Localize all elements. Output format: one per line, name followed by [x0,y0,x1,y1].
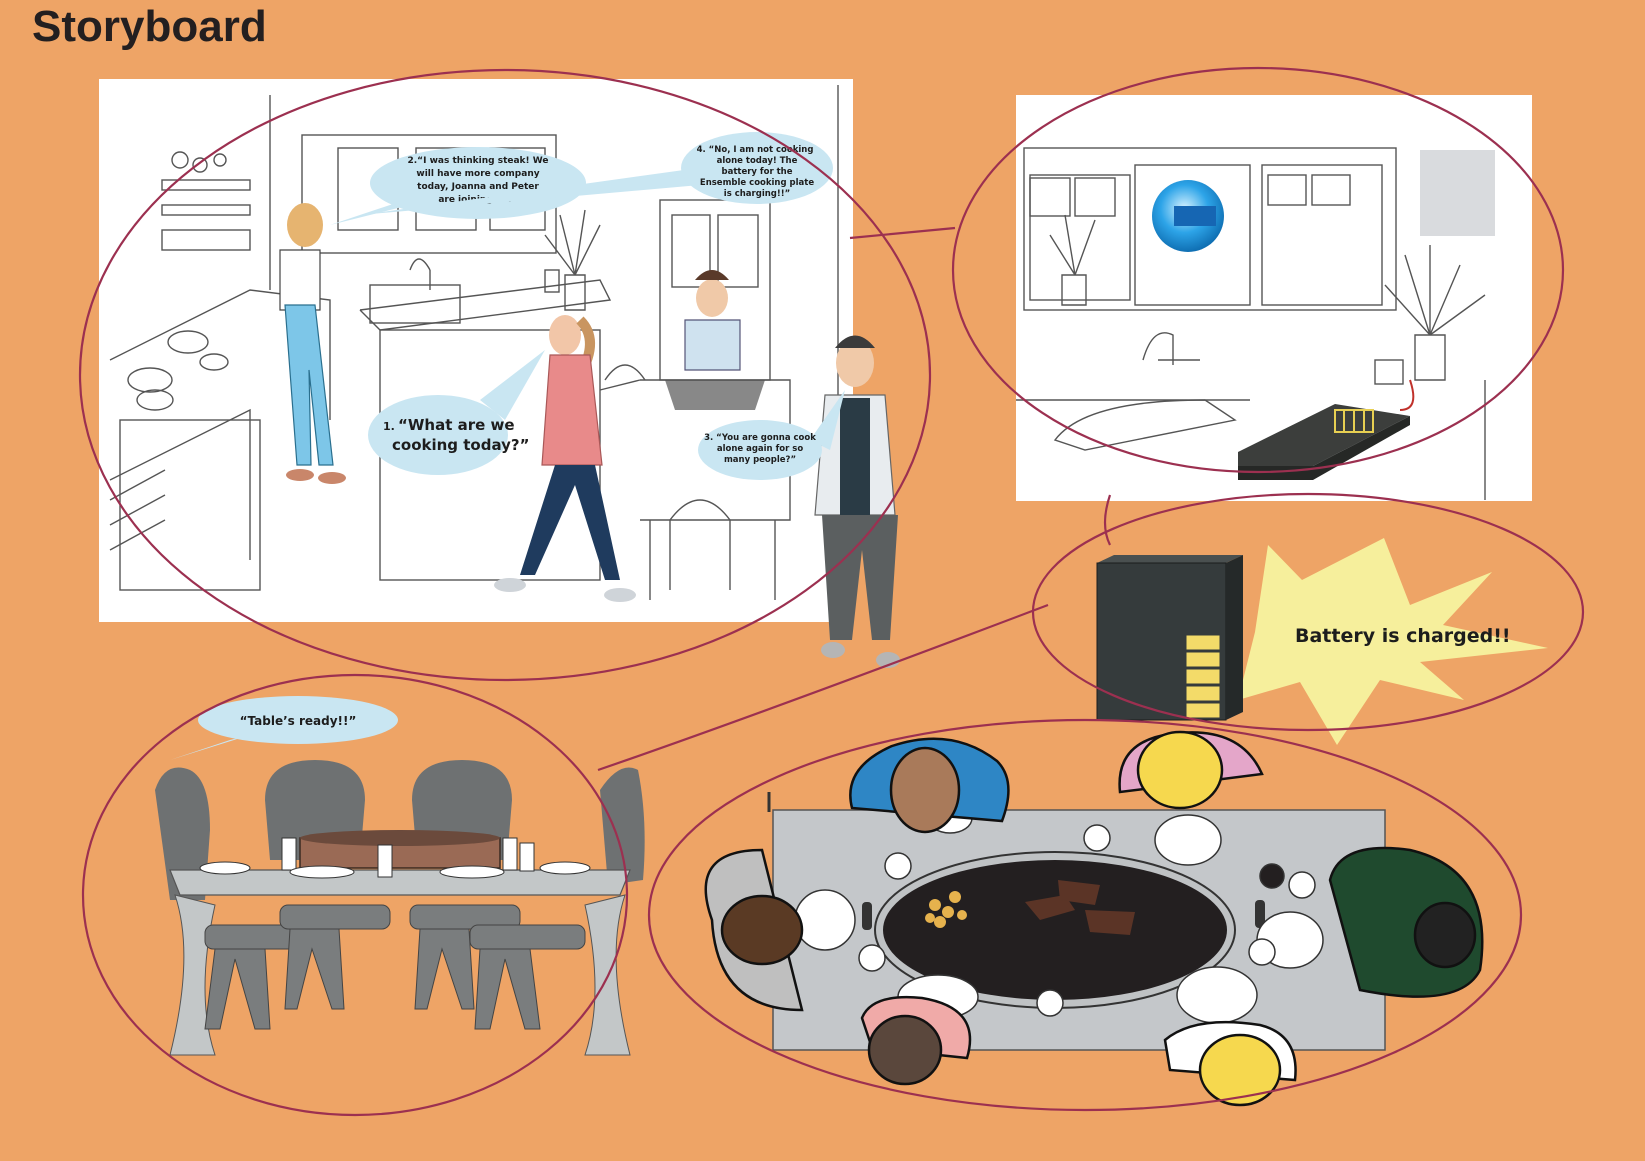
table-bubble: “Table’s ready!!” [170,696,398,760]
kitchen-ellipse [78,68,932,682]
battery-callout-text: Battery is charged!! [1295,625,1511,647]
speech-bubble-1: 1. “What are we cooking today?” [368,350,545,475]
bubble-3-line3: many people?” [724,455,796,465]
dinner-panel [704,730,1484,1107]
wall-frame [1420,150,1495,236]
front-chairs [204,904,586,1030]
diner-top-left [849,737,1010,834]
charging-panel [1016,95,1532,501]
bubble-4-line1: 4. “No, I am not cooking [697,145,814,155]
connector-ellipses [78,66,1585,1117]
speech-bubble-3: 3. “You are gonna cook alone again for s… [698,390,845,480]
bubble-1-line1: “What are we [398,416,515,434]
man-at-table [665,270,765,410]
charge-cells [1185,634,1221,719]
battery-ellipse [1031,492,1585,732]
bubble-1-number: 1. [383,420,395,433]
bubble-1-line2: cooking today?” [392,436,529,454]
bubble-4-line5: is charging!!” [724,189,790,199]
charging-ellipse [951,66,1565,474]
woman-on-phone [279,203,346,484]
table-ellipse [81,673,629,1117]
bubble-3-line2: alone again for so [717,444,803,454]
page-title: Storyboard [32,2,267,51]
bubble-4-line2: alone today! The [717,156,798,166]
table-bubble-text: “Table’s ready!!” [240,714,357,728]
battery-icon [1096,555,1243,721]
dining-table [169,830,631,1056]
battery-panel: Battery is charged!! [1096,538,1548,745]
indicator-light-icon [1152,180,1224,252]
bubble-2-line3: today, Joanna and Peter [417,182,539,192]
bubble-2-line2: will have more company [416,169,539,179]
diner-bottom-left [860,996,972,1086]
table-panel: “Table’s ready!!” [155,696,645,1056]
dinner-ellipse [647,718,1523,1112]
diner-left [704,848,804,1012]
connector-battery-table [597,603,1049,772]
kitchen-panel: 1. “What are we cooking today?” 2.“I was… [99,79,900,668]
bubble-4-line4: Ensemble cooking plate [700,178,814,188]
diner-bottom-right [1163,1020,1297,1107]
diners [704,730,1484,1107]
callout-starburst [1238,538,1548,745]
bubble-3-line1: 3. “You are gonna cook [704,433,816,443]
diner-top-right [1118,730,1264,810]
diner-right [1328,846,1484,998]
girl-walking [494,315,636,602]
bubble-2-line1: 2.“I was thinking steak! We [408,156,549,166]
connector-charging-battery [1103,494,1112,546]
connector-kitchen-charging [849,226,956,240]
bubble-4-line3: battery for the [722,167,793,177]
table-settings [794,802,1324,1024]
charging-sketch-lines [1016,147,1486,500]
speech-bubble-4: 4. “No, I am not cooking alone today! Th… [360,132,833,215]
